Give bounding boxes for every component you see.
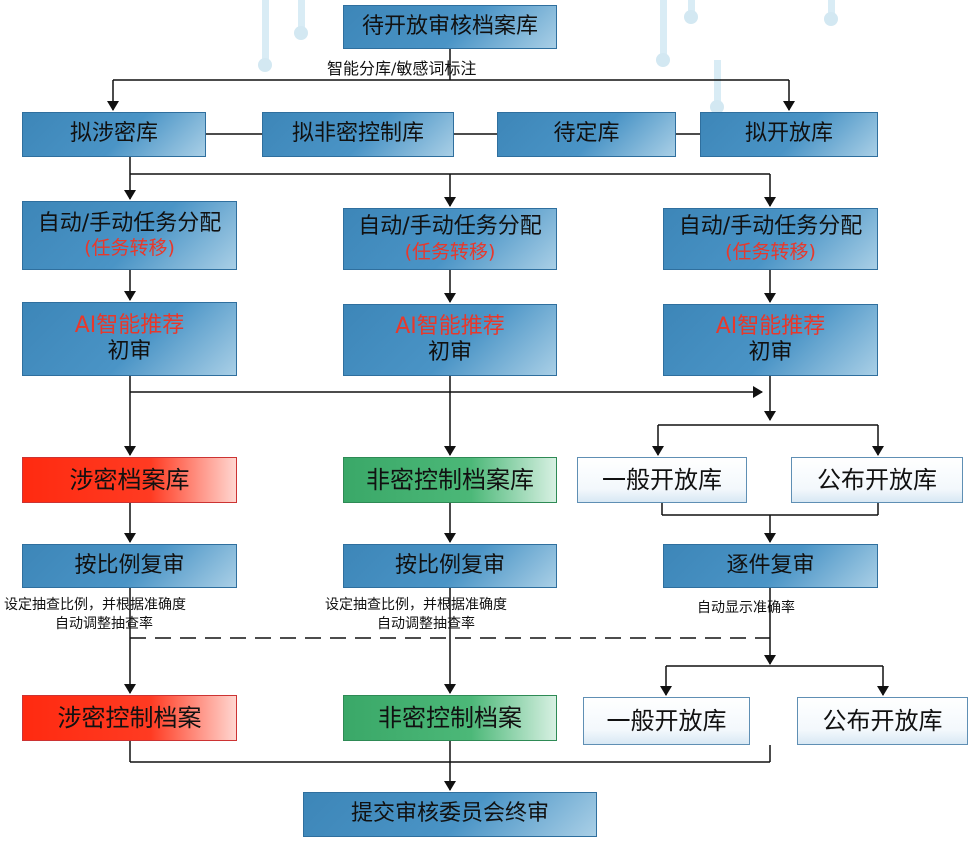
circuit-trace-decoration — [688, 0, 695, 12]
nonsecret-archive-label: 非密控制档案库 — [366, 465, 534, 494]
general-open-library-node: 一般开放库 — [577, 457, 747, 503]
nonsecret-controlled-archive-node: 非密控制档案 — [343, 695, 557, 741]
public-open-library-node: 公布开放库 — [791, 457, 963, 503]
public-open-library-label: 公布开放库 — [817, 465, 937, 494]
pending-library-node: 待定库 — [497, 112, 676, 157]
secret-controlled-archive-node: 涉密控制档案 — [22, 695, 237, 741]
final-general-open-library-node: 一般开放库 — [583, 697, 750, 745]
sampling-note-middle-line2: 自动调整抽查率 — [377, 616, 475, 632]
secret-archive-node: 涉密档案库 — [22, 457, 237, 503]
ai-recommend-label: AI智能推荐 — [395, 313, 505, 339]
proposed-open-library-node: 拟开放库 — [700, 112, 878, 157]
proposed-nonsecret-library-node: 拟非密控制库 — [262, 112, 454, 157]
secret-archive-label: 涉密档案库 — [69, 465, 190, 494]
proposed-nonsecret-library-label: 拟非密控制库 — [291, 121, 424, 147]
sample-re-review-label: 按比例复审 — [74, 552, 185, 578]
circuit-node-decoration — [294, 26, 308, 40]
sample-re-review-label: 按比例复审 — [394, 552, 505, 578]
task-assignment-node-middle: 自动/手动任务分配 (任务转移) — [343, 208, 557, 270]
committee-final-review-node: 提交审核委员会终审 — [303, 792, 597, 837]
first-review-label: 初审 — [107, 339, 152, 364]
task-assignment-label: 自动/手动任务分配 — [678, 214, 863, 240]
circuit-trace-decoration — [298, 0, 305, 28]
pending-review-archive-label: 待开放审核档案库 — [361, 13, 538, 39]
task-transfer-label: (任务转移) — [404, 240, 496, 263]
final-public-open-library-node: 公布开放库 — [797, 697, 968, 745]
circuit-trace-decoration — [714, 60, 721, 110]
ai-recommend-label: AI智能推荐 — [715, 313, 826, 339]
final-public-open-library-label: 公布开放库 — [822, 706, 943, 735]
sample-re-review-node-middle: 按比例复审 — [343, 544, 557, 588]
first-review-label: 初审 — [748, 340, 793, 365]
final-general-open-library-label: 一般开放库 — [606, 706, 727, 735]
accuracy-display-note: 自动显示准确率 — [697, 600, 795, 616]
ai-first-review-node-middle: AI智能推荐 初审 — [343, 304, 557, 376]
task-assignment-node-left: 自动/手动任务分配 (任务转移) — [22, 201, 237, 270]
circuit-trace-decoration — [828, 0, 835, 14]
item-by-item-review-node: 逐件复审 — [663, 544, 878, 588]
task-assignment-label: 自动/手动任务分配 — [358, 214, 542, 240]
circuit-node-decoration — [656, 53, 670, 67]
sampling-note-middle-line1: 设定抽查比例，并根据准确度 — [325, 597, 507, 613]
nonsecret-controlled-archive-label: 非密控制档案 — [378, 703, 522, 732]
proposed-secret-library-label: 拟涉密库 — [69, 121, 158, 147]
secret-controlled-archive-label: 涉密控制档案 — [57, 703, 202, 732]
ai-recommend-label: AI智能推荐 — [74, 312, 185, 338]
pending-library-label: 待定库 — [553, 121, 620, 147]
circuit-trace-decoration — [660, 0, 667, 55]
task-assignment-node-right: 自动/手动任务分配 (任务转移) — [663, 208, 878, 270]
sample-re-review-node-left: 按比例复审 — [22, 544, 237, 588]
task-transfer-label: (任务转移) — [725, 240, 816, 263]
general-open-library-label: 一般开放库 — [602, 465, 722, 494]
circuit-node-decoration — [824, 12, 838, 26]
item-by-item-review-label: 逐件复审 — [726, 552, 815, 578]
circuit-node-decoration — [258, 58, 272, 72]
proposed-secret-library-node: 拟涉密库 — [22, 112, 206, 157]
committee-final-review-label: 提交审核委员会终审 — [350, 801, 549, 827]
task-transfer-label: (任务转移) — [84, 237, 175, 260]
ai-first-review-node-left: AI智能推荐 初审 — [22, 302, 237, 376]
circuit-node-decoration — [710, 100, 724, 114]
sampling-note-left-line2: 自动调整抽查率 — [55, 616, 153, 632]
classification-note: 智能分库/敏感词标注 — [327, 59, 477, 78]
nonsecret-archive-node: 非密控制档案库 — [343, 457, 557, 503]
first-review-label: 初审 — [427, 340, 472, 365]
ai-first-review-node-right: AI智能推荐 初审 — [663, 304, 878, 376]
circuit-trace-decoration — [262, 0, 269, 60]
pending-review-archive-node: 待开放审核档案库 — [343, 5, 557, 49]
task-assignment-label: 自动/手动任务分配 — [37, 210, 222, 236]
sampling-note-left-line1: 设定抽查比例，并根据准确度 — [4, 597, 186, 613]
circuit-node-decoration — [684, 10, 698, 24]
proposed-open-library-label: 拟开放库 — [744, 121, 833, 147]
